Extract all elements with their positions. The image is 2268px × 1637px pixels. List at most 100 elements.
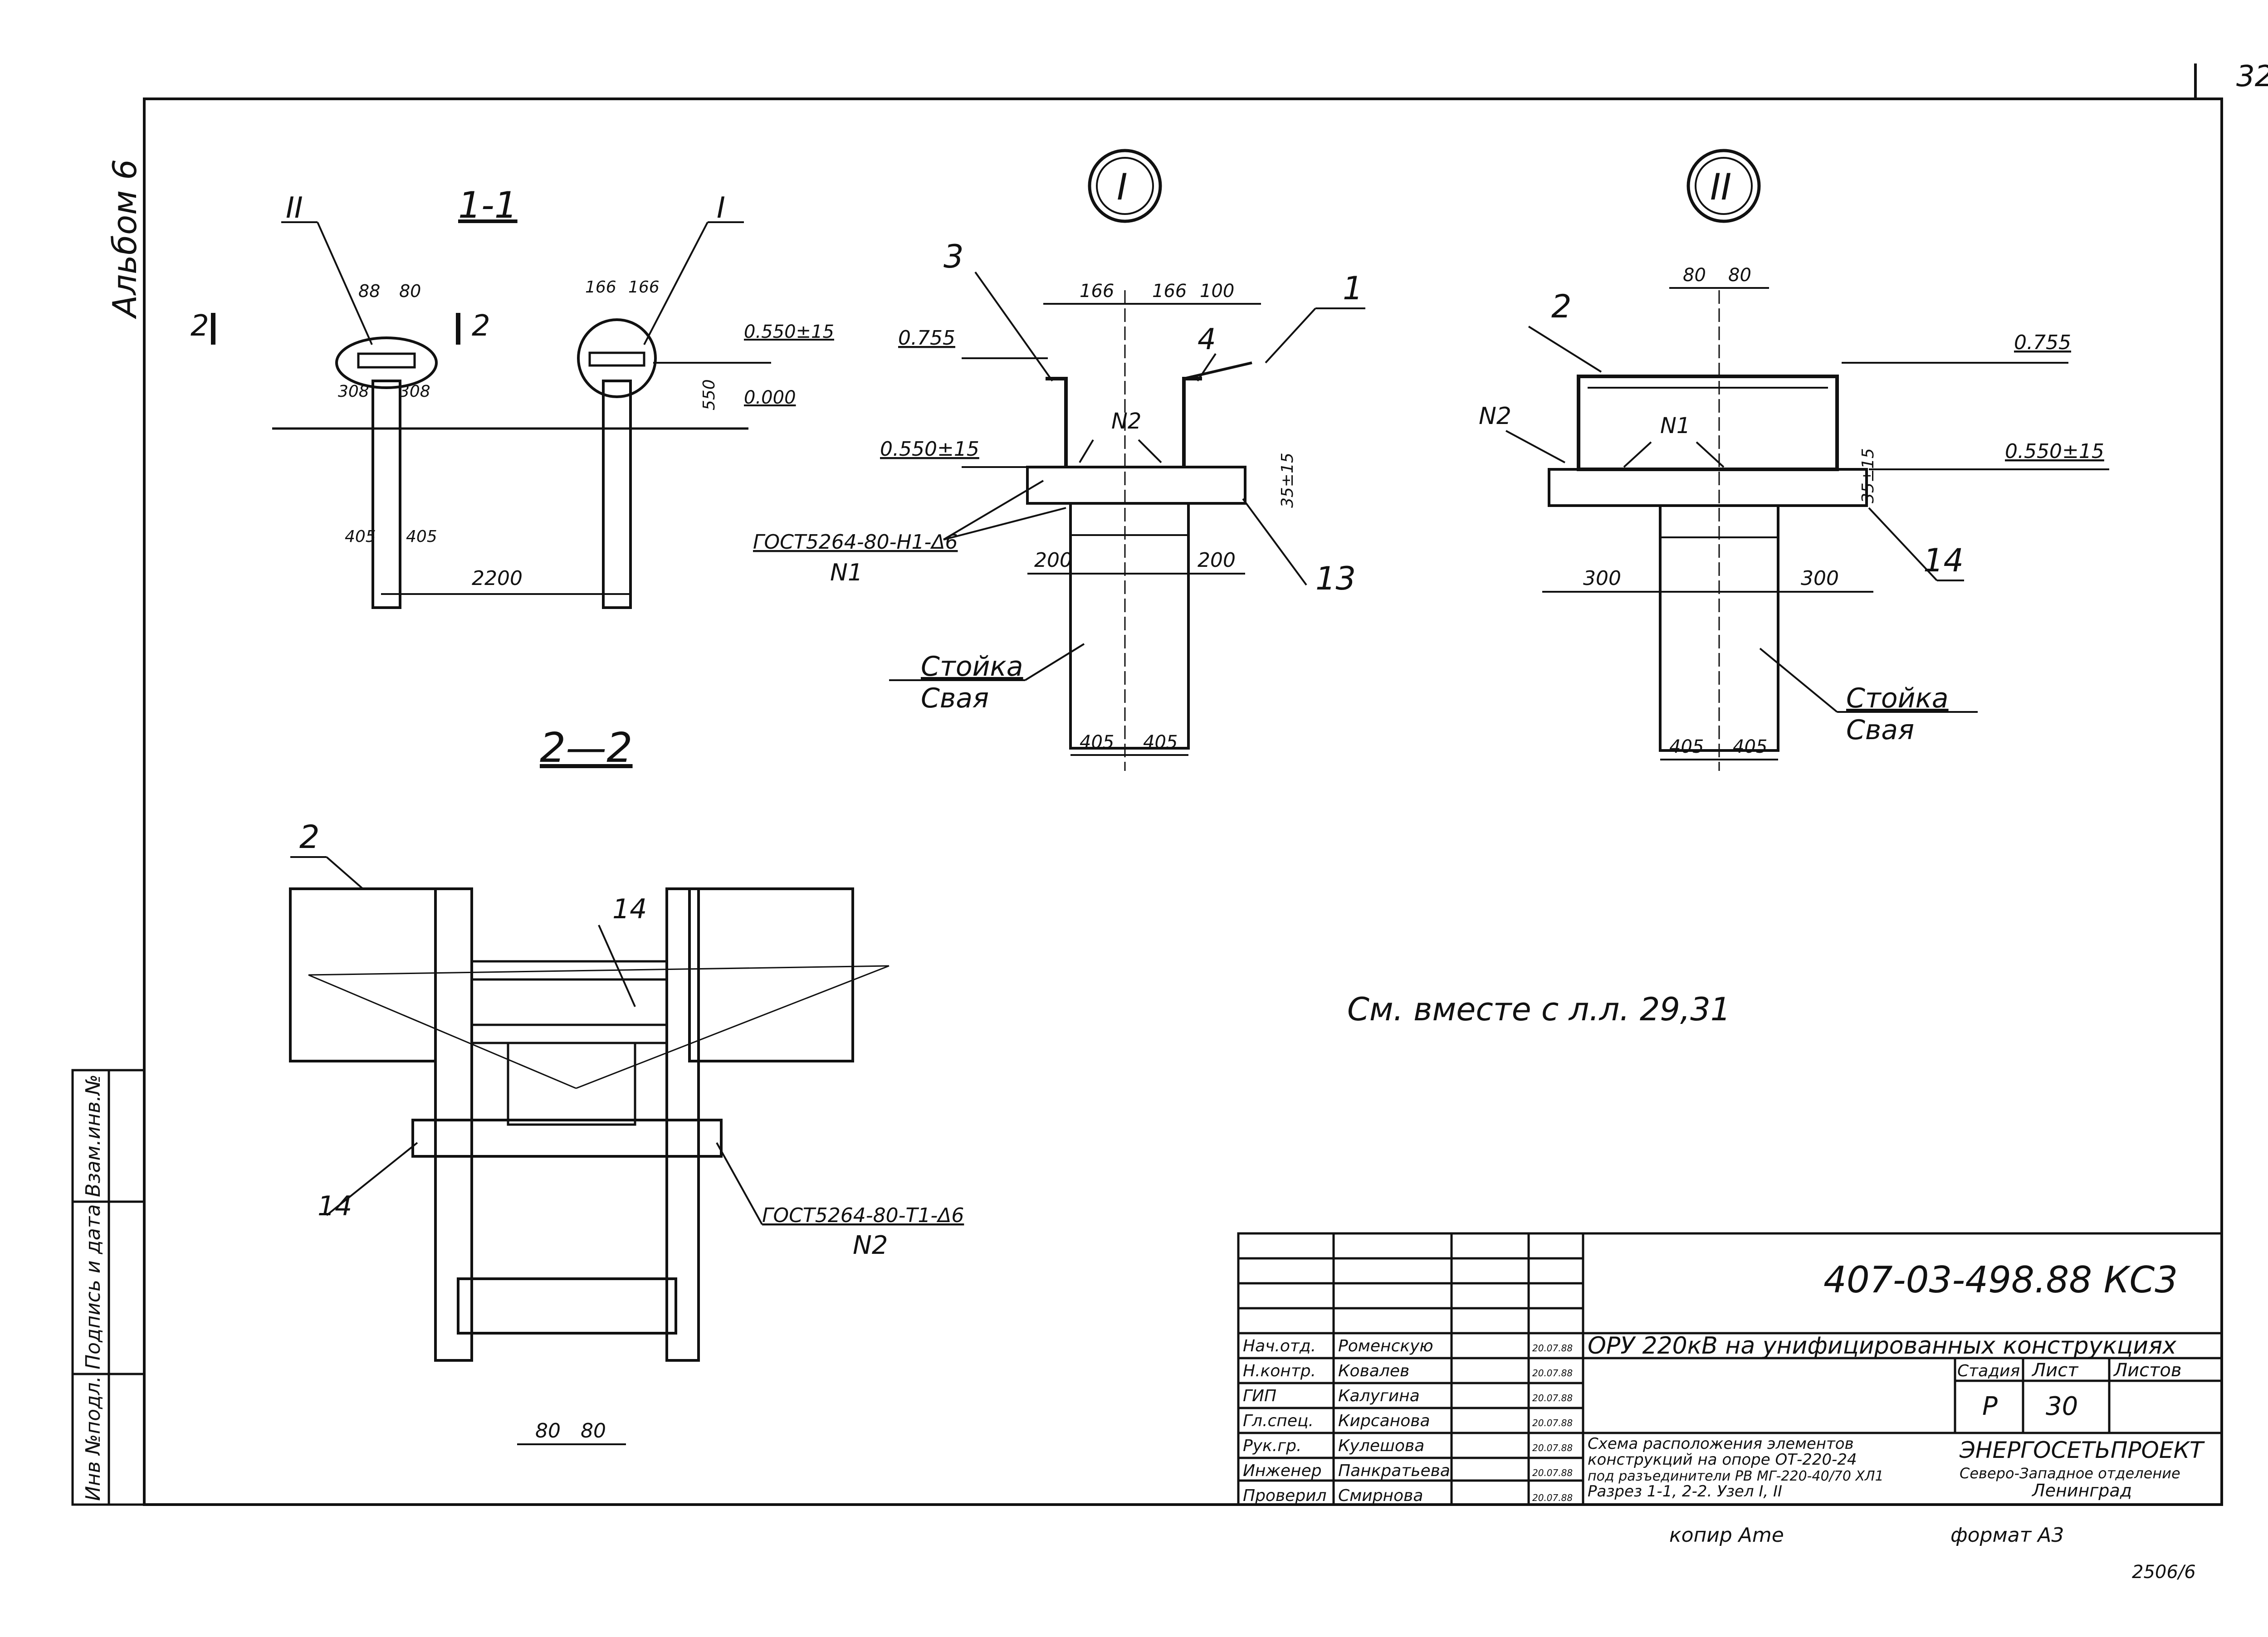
side-stamp-inv: Инв №подл. <box>82 1376 105 1501</box>
detail-I-label-stoyka: Стойка <box>921 651 1023 682</box>
signature-row-role: Проверил <box>1243 1486 1327 1505</box>
signature-row-role: Гл.спец. <box>1243 1412 1314 1430</box>
signature-row-name: Роменскую <box>1338 1337 1433 1355</box>
dim-88: 88 <box>358 281 380 301</box>
dim-166-right: 166 <box>628 278 660 297</box>
detail-I-dim-100: 100 <box>1200 281 1234 302</box>
side-stamp <box>71 1069 146 1506</box>
detail-I-pos-1: 1 <box>1343 270 1363 307</box>
sheet-header: Лист <box>2031 1360 2079 1381</box>
detail-I-callout: I <box>1117 166 1128 208</box>
document-code: 407-03-498.88 КС3 <box>1823 1259 2178 1301</box>
detail-II-label-svaya: Свая <box>1846 714 1914 746</box>
signature-row-name: Кулешова <box>1338 1437 1424 1455</box>
signature-row-name: Смирнова <box>1338 1486 1423 1505</box>
signature-row-name: Калугина <box>1338 1387 1420 1405</box>
detail-I-dim-200b: 200 <box>1198 549 1236 572</box>
detail-I-weld-N2: N2 <box>1111 409 1141 434</box>
section-2-2-dim-80a: 80 <box>535 1419 561 1442</box>
side-stamp-sign: Подпись и дата <box>82 1204 105 1369</box>
signature-row-name: Ковалев <box>1338 1362 1409 1380</box>
signature-row-date: 20.07.88 <box>1532 1418 1573 1428</box>
dim-405-right: 405 <box>406 527 437 546</box>
detail-II-dim-35: 35±15 <box>1859 448 1877 503</box>
detail-II-dim-405b: 405 <box>1733 736 1767 757</box>
detail-II-callout: II <box>1710 166 1731 208</box>
side-stamp-replace: Взам.инв.№ <box>82 1074 105 1197</box>
detail-II: II 2 14 80 80 0.755 0.550±15 35±15 300 3… <box>1479 149 2109 771</box>
detail-I-weld-N1: N1 <box>830 559 863 586</box>
dim-80: 80 <box>399 281 421 301</box>
detail-II-elev-0755: 0.755 <box>2014 331 2071 354</box>
stage-header: Стадия <box>1957 1362 2020 1380</box>
detail-II-pos-2: 2 <box>1551 288 1572 325</box>
section-2-2-pos-14-top: 14 <box>612 893 647 925</box>
signature-row-role: ГИП <box>1243 1387 1276 1405</box>
detail-II-weld-N2: N2 <box>1479 403 1511 430</box>
signature-row-name: Панкратьева <box>1338 1462 1450 1480</box>
album-label: Альбом 6 <box>106 159 144 319</box>
archive-number: 2506/6 <box>2132 1562 2196 1583</box>
section-mark-2-left: 2 <box>191 309 209 343</box>
detail-I-dim-405a: 405 <box>1080 732 1114 753</box>
signature-row-date: 20.07.88 <box>1532 1343 1573 1354</box>
section-1-1-title: 1-1 <box>458 184 518 226</box>
detail-II-dim-300a: 300 <box>1583 567 1621 590</box>
sheet-format: формат А3 <box>1950 1524 2064 1547</box>
detail-I-dim-166a: 166 <box>1080 281 1114 302</box>
section-2-2-title: 2—2 <box>540 724 633 772</box>
detail-I-dim-200a: 200 <box>1034 549 1072 572</box>
detail-II-elev-0550: 0.550±15 <box>2005 440 2104 463</box>
section-2-2-pos-14-bottom: 14 <box>318 1190 352 1222</box>
detail-II-dim-300b: 300 <box>1801 567 1839 590</box>
section-2-2-dim-80b: 80 <box>581 1419 606 1442</box>
see-also-note: См. вместе с л.л. 29,31 <box>1347 991 1730 1028</box>
detail-II-label-stoyka: Стойка <box>1846 682 1949 714</box>
sheet-title-line-1: Схема расположения элементов <box>1588 1435 1854 1453</box>
section-2-2-pos-2: 2 <box>299 818 320 856</box>
section-mark-2-right: 2 <box>472 309 490 343</box>
detail-II-dim-405a: 405 <box>1669 736 1704 757</box>
detail-I-pos-3: 3 <box>943 238 964 275</box>
section-2-2: 2—2 2 14 14 ГОСТ5264-80-Т1-Δ6 N2 80 80 <box>289 724 964 1445</box>
stage-value: Р <box>1982 1392 1998 1421</box>
detail-II-pos-14: 14 <box>1923 542 1964 579</box>
sheets-header: Листов <box>2113 1360 2181 1381</box>
copied-by: копир Ame <box>1669 1524 1784 1547</box>
detail-II-weld-N1: N1 <box>1660 413 1690 438</box>
org-name: ЭНЕРГОСЕТЬПРОЕКТ <box>1959 1437 2205 1463</box>
signature-row-role: Н.контр. <box>1243 1362 1316 1380</box>
signature-row-role: Инженер <box>1243 1462 1322 1480</box>
detail-I: I 3 4 1 13 166 166 100 0.755 0.550±15 35… <box>753 149 1365 771</box>
detail-I-pos-4: 4 <box>1198 323 1216 356</box>
elevation-0000: 0.000 <box>744 387 796 408</box>
detail-I-elev-0755: 0.755 <box>898 326 955 350</box>
elevation-0550: 0.550±15 <box>744 322 834 342</box>
signature-row-date: 20.07.88 <box>1532 1368 1573 1379</box>
signature-row-date: 20.07.88 <box>1532 1467 1573 1478</box>
detail-I-elev-0550: 0.550±15 <box>880 438 979 461</box>
dim-405-left: 405 <box>345 527 376 546</box>
signature-row-date: 20.07.88 <box>1532 1492 1573 1503</box>
detail-I-dim-35: 35±15 <box>1278 453 1297 508</box>
title-block <box>1237 1232 2223 1506</box>
signature-row-name: Кирсанова <box>1338 1412 1430 1430</box>
detail-II-dim-80a: 80 <box>1683 265 1706 286</box>
signature-row-date: 20.07.88 <box>1532 1393 1573 1403</box>
detail-I-pos-13: 13 <box>1315 560 1356 597</box>
dim-308-right: 308 <box>399 382 430 401</box>
signature-row-date: 20.07.88 <box>1532 1442 1573 1453</box>
org-branch: Северо-Западное отделение <box>1960 1465 2180 1482</box>
signature-row-role: Рук.гр. <box>1243 1437 1301 1455</box>
detail-II-dim-80b: 80 <box>1728 265 1751 286</box>
detail-mark-I: I <box>717 191 725 225</box>
sheet-title-line-3: под разъединители РВ МГ-220-40/70 ХЛ1 <box>1588 1468 1884 1484</box>
section-1-1: 1-1 2 2 II I 88 80 308 308 405 405 2200 … <box>191 184 834 609</box>
sheet-title-line-4: Разрез 1-1, 2-2. Узел I, II <box>1588 1482 1782 1501</box>
detail-I-label-svaya: Свая <box>921 682 989 714</box>
detail-mark-II: II <box>286 191 303 225</box>
signature-row-role: Нач.отд. <box>1243 1337 1316 1355</box>
detail-I-dim-166b: 166 <box>1152 281 1187 302</box>
